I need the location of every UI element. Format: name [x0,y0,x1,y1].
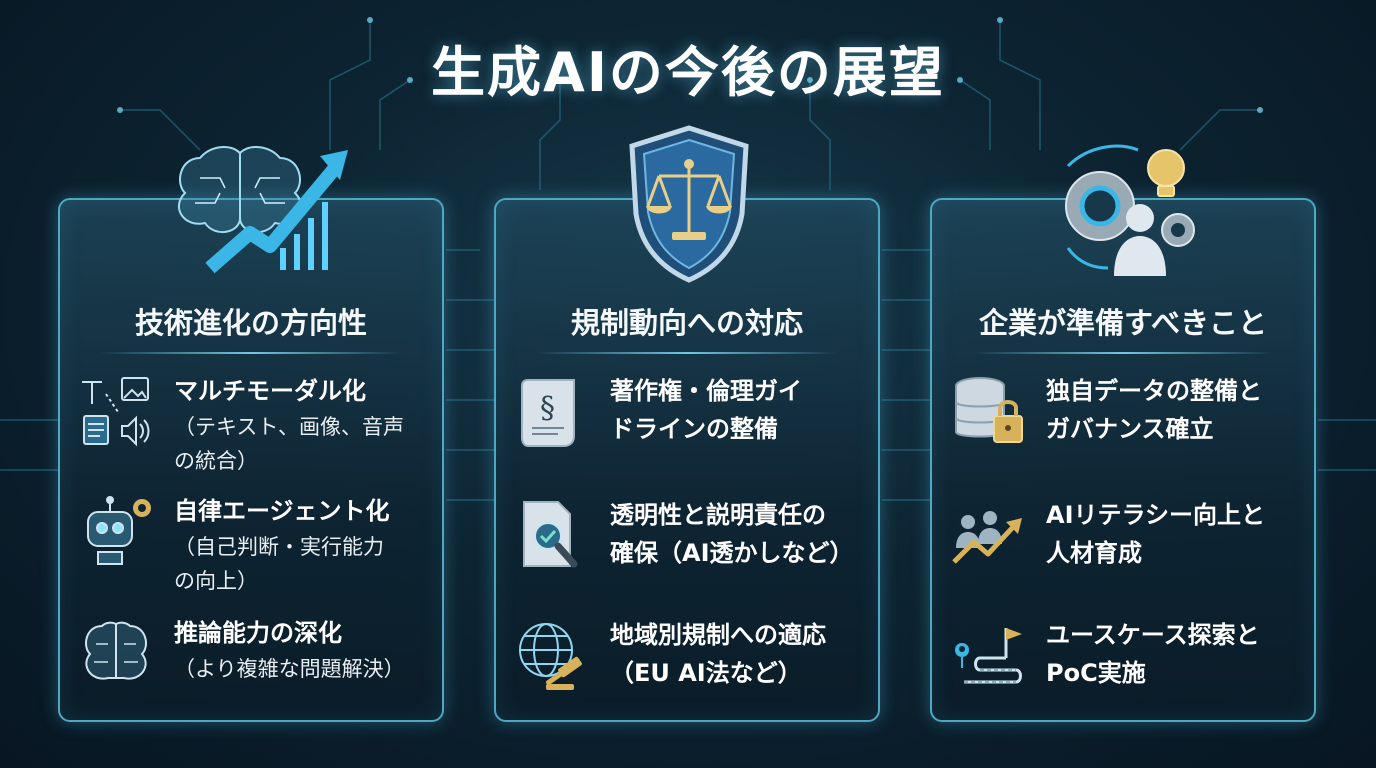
item-heading: ドラインの整備 [610,415,778,443]
item-detail: （テキスト、画像、音声 [174,415,404,439]
robot-gear-icon [78,492,156,570]
list-item: 透明性と説明責任の 確保（AI透かしなど） [514,496,868,606]
list-item: ユースケース探索と PoC実施 [950,616,1304,726]
card-enterprise-preparation: 企業が準備すべきこと 独自データの整備と ガバナンス確立 [930,144,1316,722]
svg-text:§: § [540,391,555,426]
roadmap-flag-icon [950,616,1028,694]
item-heading: ガバナンス確立 [1046,415,1214,443]
item-heading: 人材育成 [1046,539,1142,567]
item-detail: の統合） [174,449,258,473]
item-heading: 透明性と説明責任の [610,501,826,529]
item-heading: 著作権・倫理ガイ [610,377,802,405]
item-detail: の向上） [174,569,258,593]
card-title: 規制動向への対応 [570,306,803,340]
item-heading: AIリテラシー向上と [1046,501,1266,529]
gears-person-bulb-icon [1048,136,1208,280]
scales-shield-icon [624,124,754,284]
divider [536,352,838,354]
globe-gavel-icon [514,616,592,694]
multimodal-icon [78,372,156,450]
list-item: 自律エージェント化 （自己判断・実行能力 の向上） [78,492,432,602]
brain-growth-arrow-icon [170,138,350,278]
list-item: 独自データの整備と ガバナンス確立 [950,372,1304,482]
document-magnifier-icon [514,496,592,574]
people-growth-icon [950,496,1028,574]
list-item: AIリテラシー向上と 人材育成 [950,496,1304,606]
card-regulation: 規制動向への対応 § 著作権・倫理ガイ ドラインの整備 透明性と説明責任の [494,125,880,722]
item-heading: PoC実施 [1046,659,1146,687]
brain-circuit-icon [78,614,156,692]
item-heading: 推論能力の深化 [174,619,342,647]
list-item: マルチモーダル化 （テキスト、画像、音声 の統合） [78,372,432,482]
legal-scroll-icon: § [514,372,592,450]
item-heading: 地域別規制への適応 [610,621,826,649]
divider [972,352,1274,354]
card-title: 企業が準備すべきこと [979,306,1267,340]
item-detail: （より複雑な問題解決） [174,657,405,681]
item-detail: （自己判断・実行能力 [174,535,384,559]
list-item: 推論能力の深化 （より複雑な問題解決） [78,614,432,724]
divider [100,352,402,354]
item-heading: 独自データの整備と [1046,377,1262,405]
item-heading: 確保（AI透かしなど） [610,539,854,567]
database-lock-icon [950,372,1028,450]
item-heading: 自律エージェント化 [174,497,390,525]
item-heading: （EU AI法など） [610,659,802,687]
card-tech-evolution: 技術進化の方向性 マルチモーダル化 （テキスト、画像、音声 の統合） [58,146,444,724]
page-title: 生成AIの今後の展望 [431,41,945,104]
item-heading: マルチモーダル化 [174,377,366,405]
list-item: § 著作権・倫理ガイ ドラインの整備 [514,372,868,482]
card-title: 技術進化の方向性 [134,306,367,340]
list-item: 地域別規制への適応 （EU AI法など） [514,616,868,726]
item-heading: ユースケース探索と [1046,621,1260,649]
